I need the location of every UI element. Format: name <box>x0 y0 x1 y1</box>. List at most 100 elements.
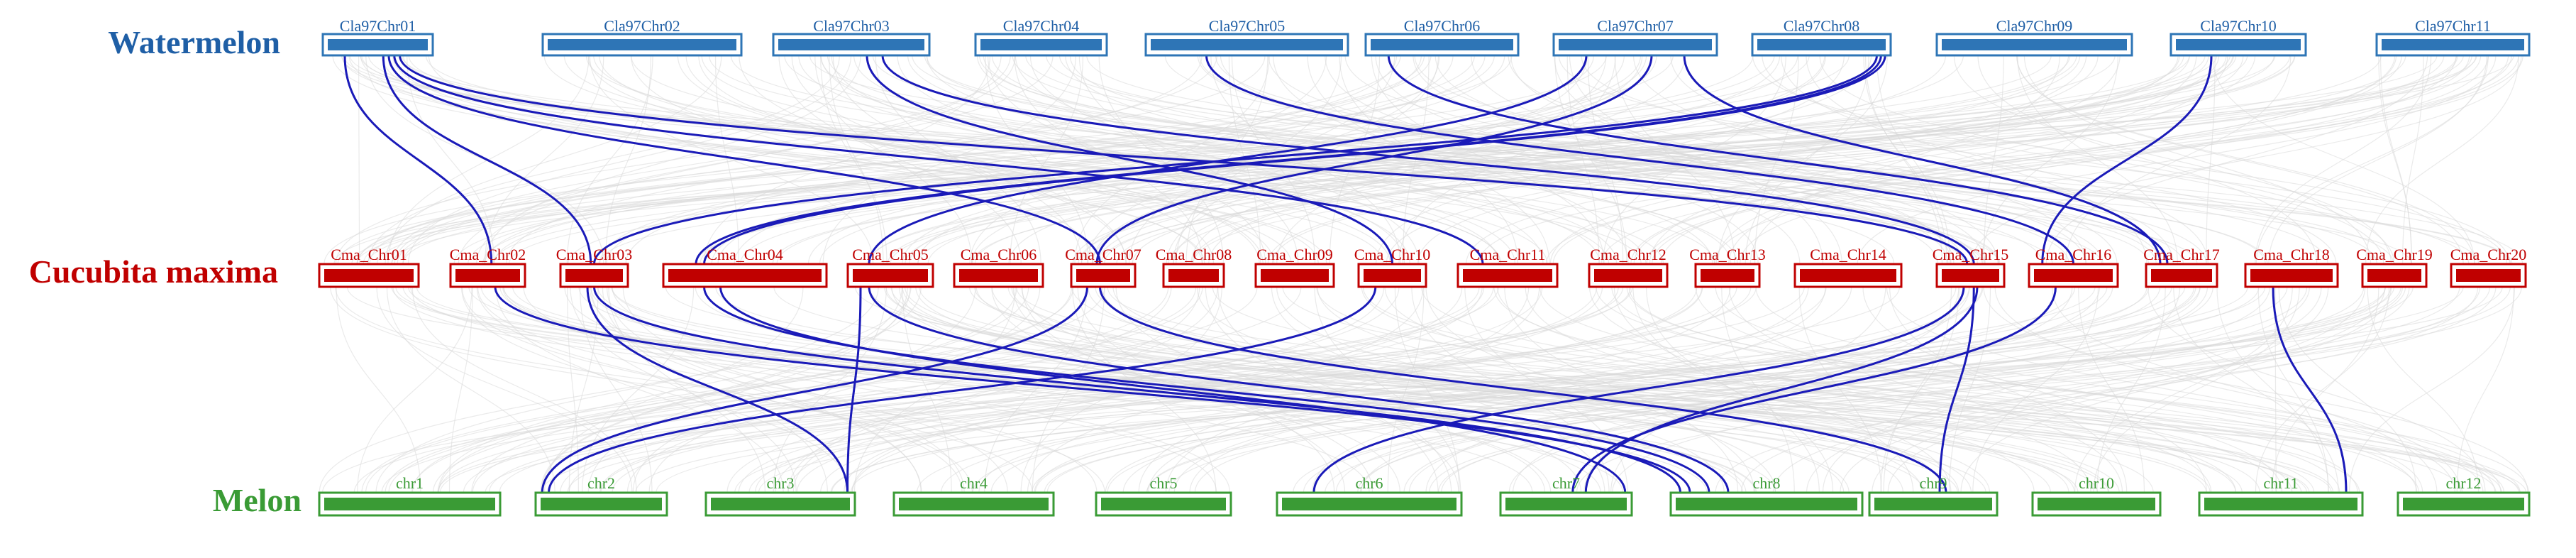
background-link <box>2023 55 2372 265</box>
background-link <box>598 55 2464 265</box>
background-link <box>2274 286 2277 493</box>
background-link <box>2278 286 2417 493</box>
background-link <box>739 55 2077 265</box>
background-link <box>506 55 1203 265</box>
chromosome-cma-chr08: Cma_Chr08 <box>1156 246 1232 288</box>
background-link <box>1293 286 2404 493</box>
background-link <box>608 286 766 493</box>
syntenic-link <box>387 55 1101 265</box>
background-link <box>543 55 1502 265</box>
background-link <box>1525 286 1952 493</box>
chromosome-bar <box>1101 498 1226 510</box>
chromosome-chr1: chr1 <box>318 474 502 517</box>
background-link <box>941 286 2076 493</box>
background-link <box>599 55 1391 265</box>
chromosome-bar <box>2151 269 2212 282</box>
chromosome-label: Cma_Chr10 <box>1354 246 1431 263</box>
background-link <box>376 55 2276 265</box>
background-link <box>597 286 1925 493</box>
chromosome-bar <box>2367 269 2421 282</box>
background-link <box>971 55 2382 265</box>
background-link <box>2255 286 2390 493</box>
chromosome-cma-chr17: Cma_Chr17 <box>2143 246 2220 288</box>
syntenic-link <box>393 55 1484 265</box>
background-link <box>1359 286 2308 493</box>
background-link <box>1554 55 1627 265</box>
background-link <box>386 286 555 493</box>
chromosome-chr12: chr12 <box>2397 474 2531 517</box>
chromosome-label: chr6 <box>1355 474 1383 492</box>
background-link <box>472 286 1302 493</box>
background-link <box>1798 286 1882 493</box>
background-link <box>734 286 2150 493</box>
background-link <box>798 55 1500 265</box>
chromosome-bar <box>1874 498 1992 510</box>
background-link <box>567 286 580 493</box>
background-link <box>1335 286 2201 493</box>
background-link <box>1314 286 1461 493</box>
chromosome-label: Cma_Chr19 <box>2356 246 2433 263</box>
background-link <box>1715 286 2423 493</box>
chromosome-cma-chr18: Cma_Chr18 <box>2244 246 2339 288</box>
chromosome-cma-chr05: Cma_Chr05 <box>846 246 934 288</box>
chromosome-cma-chr20: Cma_Chr20 <box>2450 246 2527 288</box>
background-link <box>2045 55 2428 265</box>
background-link <box>701 55 1610 265</box>
background-link <box>385 55 722 265</box>
background-link <box>568 286 1485 493</box>
background-link <box>1191 55 2180 265</box>
background-link <box>1497 286 2212 493</box>
syntenic-link <box>1099 286 1947 493</box>
chromosome-cma-chr10: Cma_Chr10 <box>1354 246 1431 288</box>
background-link <box>1715 286 2497 493</box>
chromosome-label: Cma_Chr11 <box>1470 246 1546 263</box>
background-link <box>330 286 1033 493</box>
chromosome-cma-chr15: Cma_Chr15 <box>1933 246 2008 288</box>
background-link <box>356 55 2438 265</box>
background-link <box>1394 286 1460 493</box>
chromosome-label: Cma_Chr02 <box>450 246 526 263</box>
species-label-watermelon: Watermelon <box>108 24 280 60</box>
background-link <box>605 55 652 265</box>
background-link <box>581 286 695 493</box>
chromosome-bar <box>1261 269 1329 282</box>
background-link <box>2456 286 2515 493</box>
background-link <box>606 286 922 493</box>
chromosome-bar <box>2204 498 2357 510</box>
background-link <box>381 286 1624 493</box>
background-link <box>1193 55 2445 265</box>
chromosome-bar <box>324 269 414 282</box>
background-link <box>1728 286 2123 493</box>
background-link <box>611 286 2079 493</box>
chromosome-bar <box>899 498 1049 510</box>
chromosome-chr9: chr9 <box>1868 474 1999 517</box>
chromosome-chr4: chr4 <box>892 474 1055 517</box>
chromosome-label: Cma_Chr20 <box>2450 246 2527 263</box>
background-link <box>1098 55 1224 265</box>
chromosome-bar <box>1505 498 1627 510</box>
background-link <box>361 55 2053 265</box>
background-link <box>1772 286 2479 493</box>
chromosome-bar <box>455 269 520 282</box>
syntenic-link <box>2041 55 2213 265</box>
chromosome-chr7: chr7 <box>1499 474 1633 517</box>
chromosome-label: chr9 <box>1919 474 1947 492</box>
background-link <box>1857 55 2497 265</box>
syntenic-link <box>1571 286 2057 493</box>
syntenic-link <box>868 286 1730 493</box>
chromosome-cla97chr04: Cla97Chr04 <box>974 17 1108 57</box>
background-link <box>397 55 1425 265</box>
background-link <box>1806 55 2147 265</box>
chromosome-label: Cma_Chr01 <box>331 246 407 263</box>
chromosome-label: chr7 <box>1552 474 1580 492</box>
chromosome-bar <box>1594 269 1662 282</box>
chromosome-cla97chr01: Cla97Chr01 <box>321 17 434 57</box>
chromosome-label: chr5 <box>1149 474 1177 492</box>
chromosome-label: chr2 <box>587 474 615 492</box>
background-link <box>484 55 861 265</box>
background-link <box>635 286 2266 493</box>
background-link <box>2173 286 2339 493</box>
chromosome-bar <box>548 39 736 50</box>
